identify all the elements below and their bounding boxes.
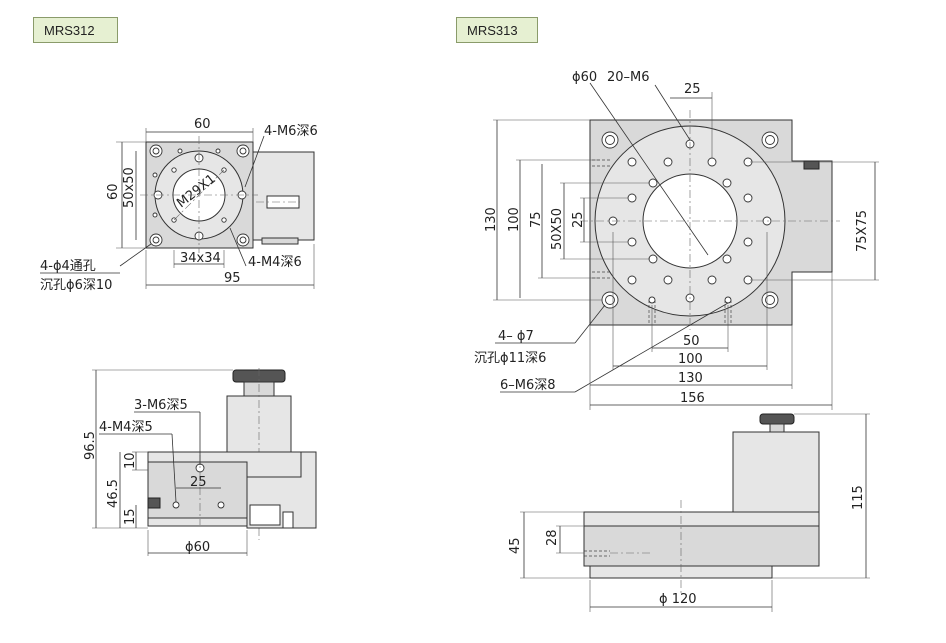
- mrs312-holes-thru-2: 沉孔ϕ6深10: [40, 278, 112, 293]
- mrs313-holes-phi7-2: 沉孔ϕ11深6: [474, 351, 546, 366]
- mrs313-holes-phi7-1: 4– ϕ7: [498, 329, 534, 344]
- mrs313-phi60: ϕ60: [572, 70, 597, 85]
- mrs312-holes-thru-1: 4-ϕ4通孔: [40, 259, 96, 274]
- mrs312-connector: [261, 237, 299, 245]
- mrs313-knob: [759, 413, 795, 425]
- mrs312-side-holes-m6: 3-M6深5: [134, 398, 188, 413]
- mrs313-dim-130-b: 130: [678, 371, 703, 386]
- mrs312-dim-60-top: 60: [194, 117, 211, 132]
- model-label-mrs312: MRS312: [33, 17, 118, 43]
- mrs312-dim-96-5: 96.5: [83, 431, 98, 460]
- mrs313-holes-m6-6: 6–M6深8: [500, 378, 556, 393]
- mrs313-holes-m6-20: 20–M6: [607, 70, 650, 85]
- mrs312-dim-10: 10: [123, 452, 138, 469]
- mrs313-hole-ring: [608, 139, 772, 303]
- mrs313-dim-25-left: 25: [571, 211, 586, 228]
- mrs313-side-view: 115 45 28 ϕ 120: [508, 413, 870, 612]
- mrs313-dim-100-b: 100: [678, 352, 703, 367]
- mrs312-dim-95: 95: [224, 271, 241, 286]
- mrs313-dim-115: 115: [851, 485, 866, 510]
- mrs313-dim-130: 130: [484, 207, 499, 232]
- mrs313-side-body: [583, 525, 820, 567]
- mrs312-side-view: 96.5 10 46.5 15 3-M6深5 4-M4深5 25 ϕ60: [83, 368, 317, 556]
- model-label-mrs313: MRS313: [456, 17, 538, 43]
- mrs313-top-view: ϕ60 20–M6 25 130 100 75 50X50 25 75X75: [474, 70, 879, 410]
- mrs313-dim-50: 50: [683, 334, 700, 349]
- mrs313-dim-phi120: ϕ 120: [659, 592, 697, 607]
- mrs312-side-holes-m4: 4-M4深5: [99, 420, 153, 435]
- mrs313-dim-75x75: 75X75: [855, 210, 870, 252]
- mrs312-dim-phi60: ϕ60: [185, 540, 210, 555]
- mrs312-dim-15: 15: [123, 508, 138, 525]
- mrs313-dim-25-top: 25: [684, 82, 701, 97]
- mrs312-holes-m4: 4-M4深6: [248, 255, 302, 270]
- mrs312-dim-50x50: 50x50: [122, 167, 137, 208]
- mrs312-dim-25: 25: [190, 475, 207, 490]
- mrs313-dim-28: 28: [545, 529, 560, 546]
- mrs312-dim-34x34: 34x34: [180, 251, 221, 266]
- mrs313-dim-50x50: 50X50: [550, 208, 565, 250]
- mrs313-center-bore: [642, 173, 738, 269]
- mrs312-dim-60-side: 60: [106, 183, 121, 200]
- mrs313-side-motor: [732, 431, 820, 513]
- mrs312-top-view: M29X1 60 60 50x50 4-M6深6 4-ϕ4通孔 沉孔ϕ6深10 …: [40, 117, 318, 293]
- mrs313-dim-45: 45: [508, 537, 523, 554]
- mrs313-dim-156: 156: [680, 391, 705, 406]
- mrs312-holes-m6: 4-M6深6: [264, 124, 318, 139]
- mrs313-dim-75: 75: [529, 211, 544, 228]
- mrs312-dim-46-5: 46.5: [106, 479, 121, 508]
- mrs313-dim-100: 100: [507, 207, 522, 232]
